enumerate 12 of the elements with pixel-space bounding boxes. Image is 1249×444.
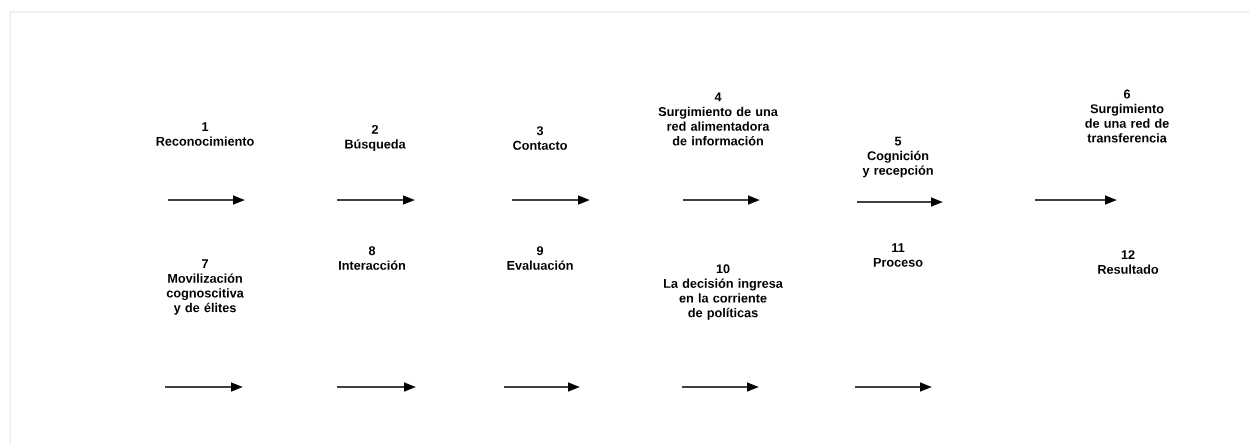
step-label: 5 Cognición y recepción	[862, 136, 933, 178]
step-label: 6 Surgimiento de una red de transferencia	[1085, 89, 1169, 143]
step-label: 1 Reconocimiento	[156, 122, 254, 146]
step-label: 2 Búsqueda	[345, 124, 406, 152]
step-label: 8 Interacción	[339, 246, 405, 270]
step-label: 11 Proceso	[873, 243, 923, 267]
step-label: 7 Movilización cognoscitiva y de élites	[166, 259, 244, 315]
step-label: 4 Surgimiento de una red alimentadora de información	[658, 92, 778, 146]
step-label: 3 Contacto	[513, 126, 567, 150]
step-label: 10 La decisión ingresa en la corriente de políticas	[664, 264, 783, 320]
step-label: 12 Resultado	[1098, 250, 1159, 274]
step-label: 9 Evaluación	[507, 246, 573, 270]
